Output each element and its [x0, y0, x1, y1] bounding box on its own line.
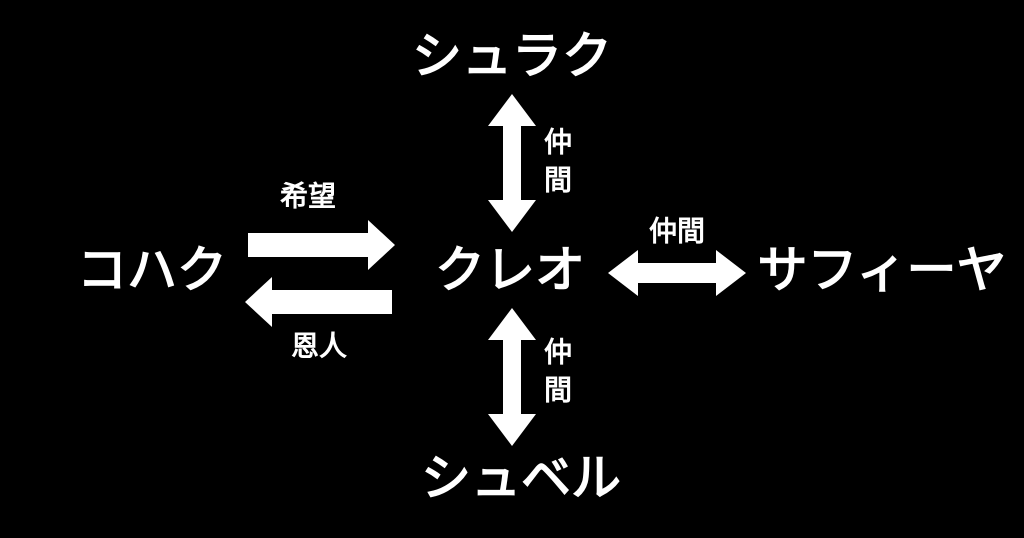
edge-label-benefactor: 恩人	[291, 330, 347, 363]
edge-label-top-line1: 仲	[544, 126, 572, 159]
arrow-right-bidirectional	[608, 250, 746, 296]
node-kureo: クレオ	[435, 241, 585, 299]
node-shuberu: シュベル	[421, 449, 621, 507]
arrow-left-backward	[245, 277, 392, 327]
edge-label-right: 仲間	[649, 215, 705, 248]
arrow-top-bidirectional	[488, 94, 536, 232]
arrow-bottom-bidirectional	[488, 308, 536, 446]
edge-label-bottom-line2: 間	[544, 374, 572, 407]
edge-label-bottom-line1: 仲	[544, 336, 572, 369]
arrow-left-forward	[248, 220, 395, 270]
edge-label-top-line2: 間	[544, 164, 572, 197]
node-shuraku: シュラク	[412, 27, 612, 85]
node-kohaku: コハク	[77, 241, 227, 299]
node-safiya: サフィーヤ	[758, 241, 1007, 299]
edge-label-hope: 希望	[280, 180, 336, 213]
